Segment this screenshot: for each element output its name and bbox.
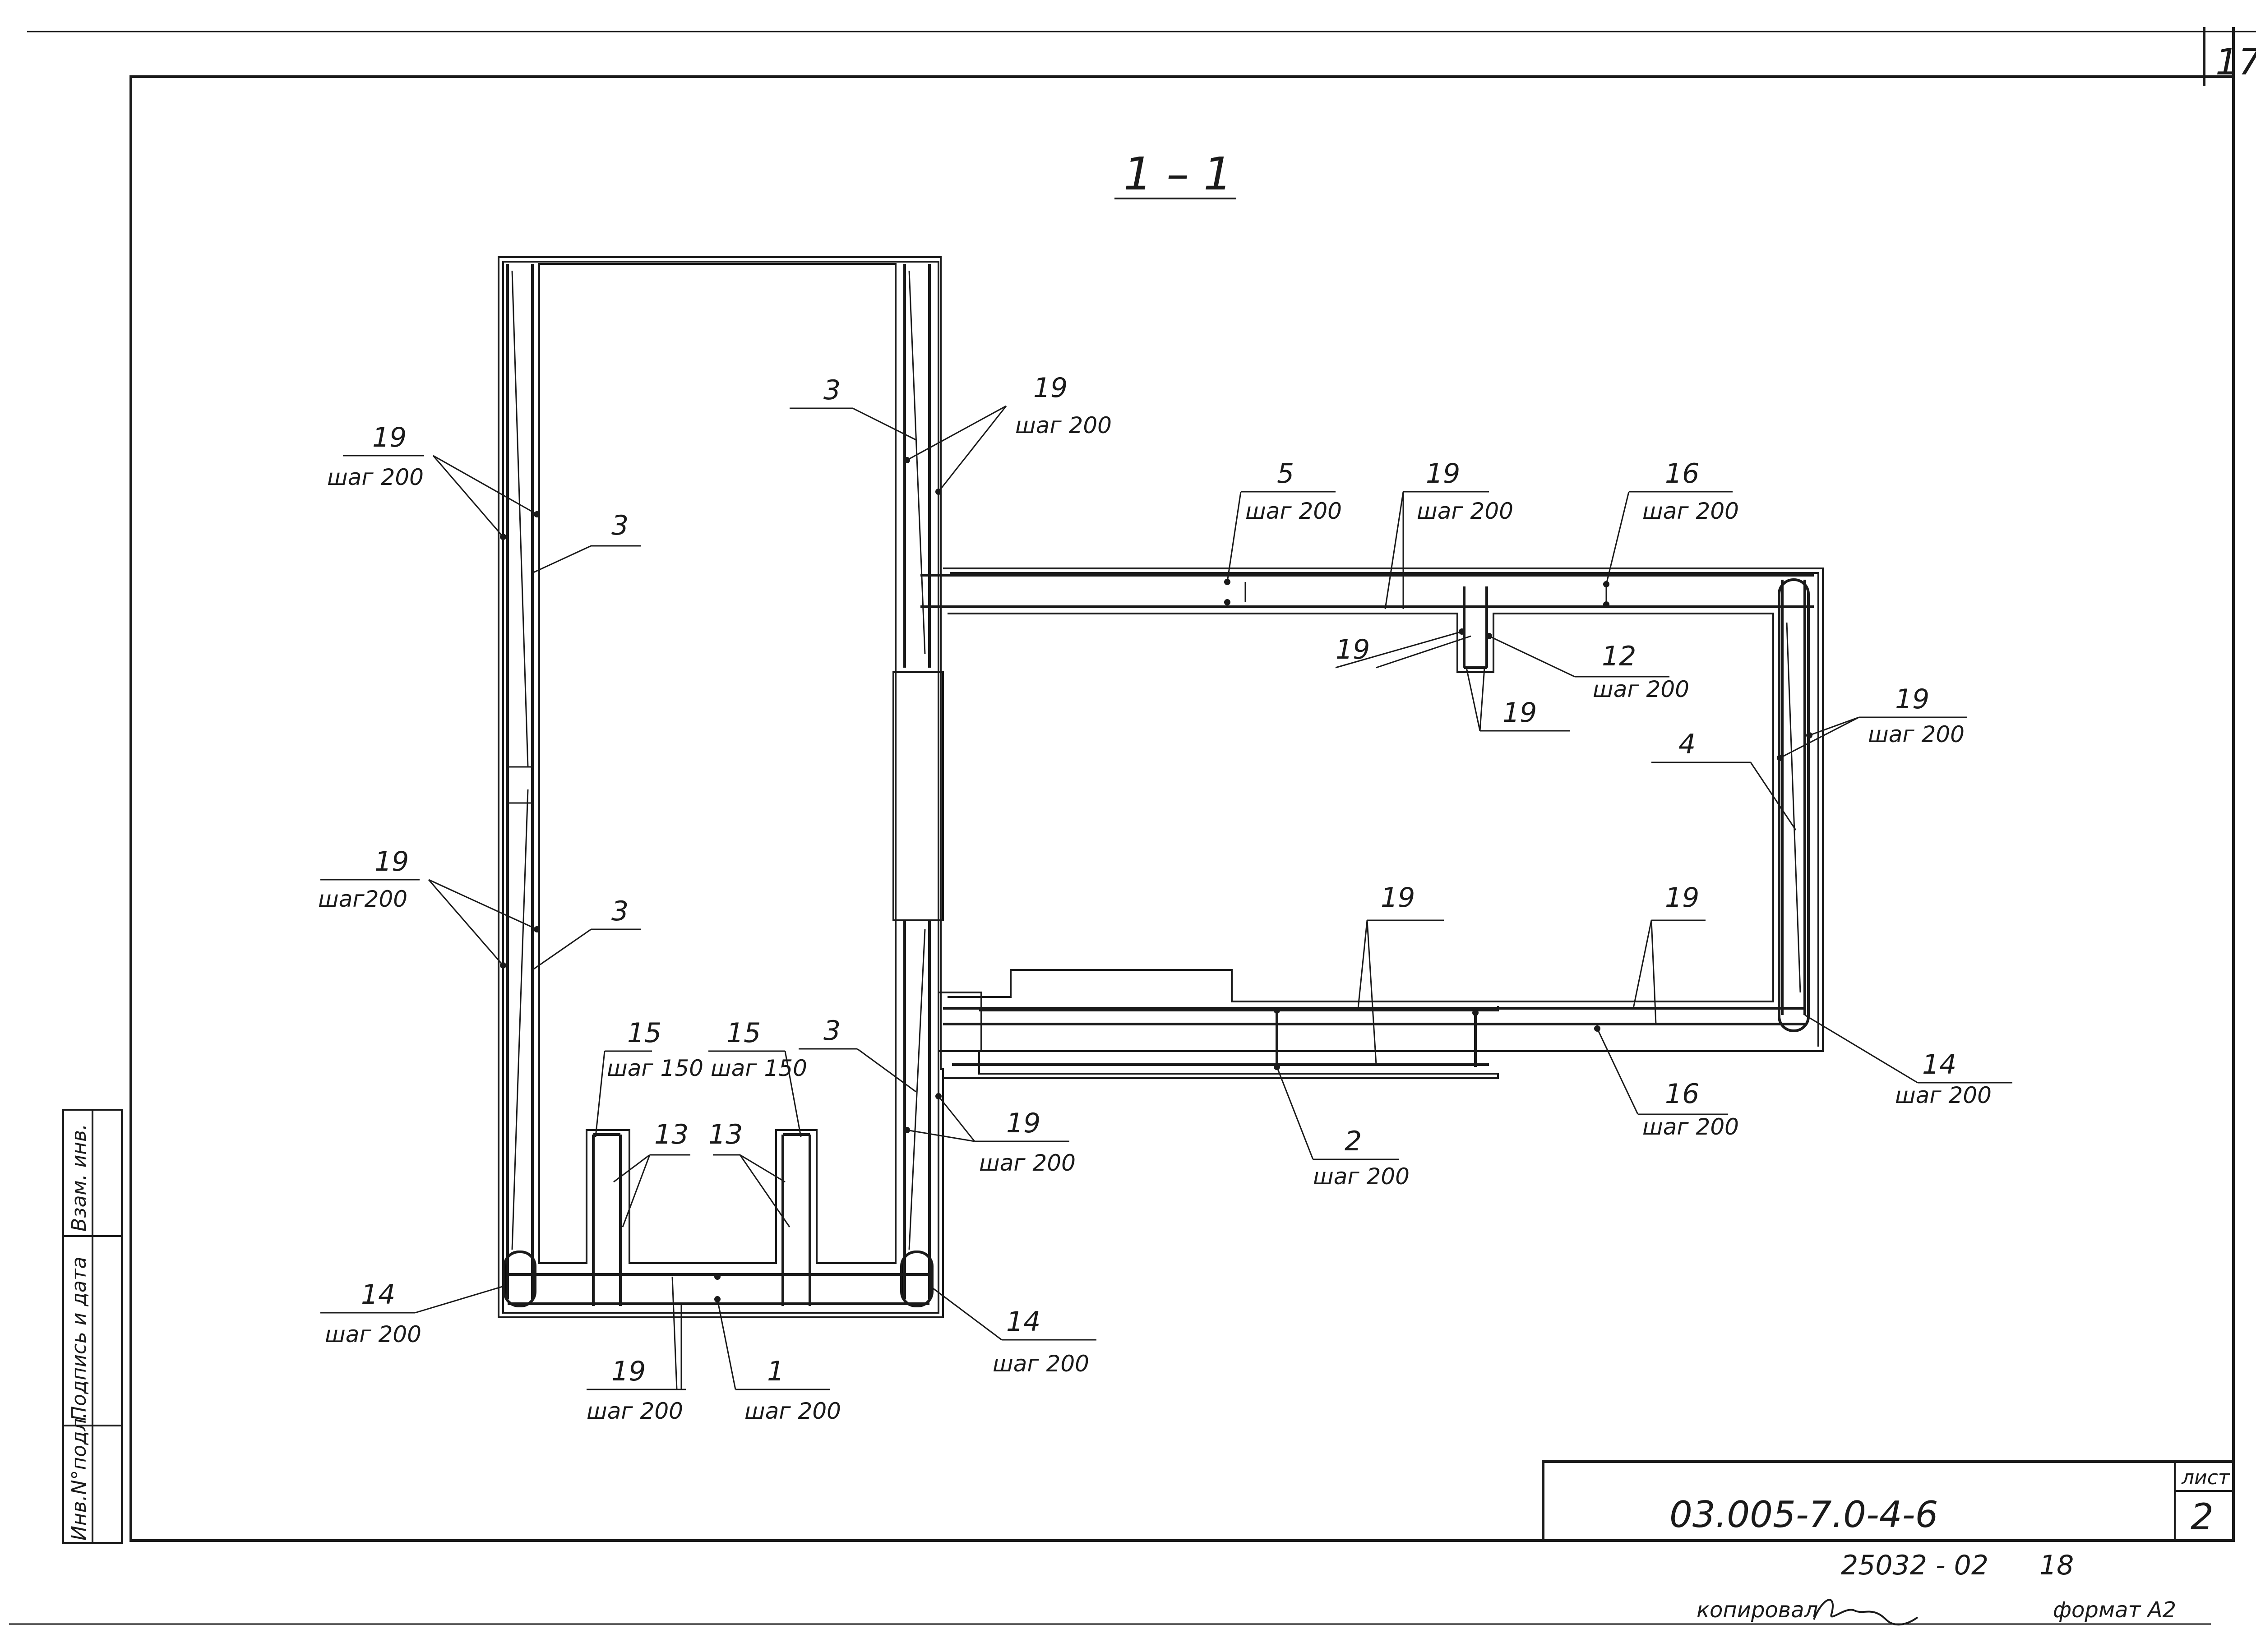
callout-step: шаг 200 xyxy=(1417,498,1513,524)
section-title: 1 – 1 xyxy=(1123,148,1232,200)
order-number: 25032 - 02 xyxy=(1841,1550,1988,1581)
callout-mark: 19 xyxy=(1895,683,1929,715)
side-stamp-vzam-inv: Взам. инв. xyxy=(68,1124,91,1232)
callout-mark: 19 xyxy=(1381,882,1415,914)
callout-mark: 16 xyxy=(1665,458,1699,489)
callout-step: шаг 200 xyxy=(1245,498,1342,524)
callout-mark: 19 xyxy=(1426,458,1460,489)
callout-step: шаг 200 xyxy=(1593,676,1689,702)
callout-step: шаг 200 xyxy=(979,1150,1076,1176)
order-suffix: 18 xyxy=(2039,1550,2074,1581)
callout-mark: 19 xyxy=(372,422,407,453)
callout-mark: 15 xyxy=(627,1017,661,1049)
callout-mark: 14 xyxy=(1922,1049,1956,1080)
sheet-label: лист xyxy=(2181,1466,2230,1489)
callout-mark: 3 xyxy=(611,510,629,541)
corner-sheet-number: 17 xyxy=(2215,41,2256,83)
callout-step: шаг 200 xyxy=(1015,412,1112,438)
callout-mark: 14 xyxy=(361,1279,395,1311)
callout-step: шаг 200 xyxy=(327,464,424,490)
callout-mark: 19 xyxy=(1502,697,1537,729)
copier-signature xyxy=(1813,1599,1919,1626)
callout-mark: 19 xyxy=(1006,1107,1040,1139)
sheet-number: 2 xyxy=(2191,1496,2214,1538)
callout-mark: 2 xyxy=(1345,1126,1362,1157)
callout-step: шаг 200 xyxy=(325,1321,421,1347)
callout-mark: 13 xyxy=(654,1119,689,1150)
callout-mark: 14 xyxy=(1006,1306,1040,1338)
callout-step: шаг 150 xyxy=(607,1055,703,1081)
callout-step: шаг 150 xyxy=(711,1055,807,1081)
callout-mark: 19 xyxy=(1033,372,1068,404)
callout-step: шаг 200 xyxy=(1868,721,1965,748)
callout-step: шаг 200 xyxy=(587,1398,683,1424)
callout-mark: 4 xyxy=(1678,729,1696,760)
side-stamp xyxy=(62,1109,123,1544)
callout-mark: 16 xyxy=(1665,1078,1699,1110)
callout-step: шаг 200 xyxy=(1313,1163,1410,1190)
callout-mark: 5 xyxy=(1277,458,1294,489)
callout-step: шаг 200 xyxy=(1642,1114,1739,1140)
callout-leaders xyxy=(320,405,2012,1390)
callout-mark: 15 xyxy=(726,1017,761,1049)
format-label: формат А2 xyxy=(2053,1597,2176,1623)
callout-step: шаг 200 xyxy=(744,1398,841,1424)
copied-label: копировал xyxy=(1697,1597,1818,1623)
title-block xyxy=(1542,1460,2235,1542)
callout-step: шаг 200 xyxy=(993,1351,1089,1377)
callout-mark: 13 xyxy=(708,1119,743,1150)
callout-mark: 19 xyxy=(1336,634,1370,665)
callout-mark: 19 xyxy=(611,1356,646,1387)
callout-mark: 19 xyxy=(374,846,409,877)
rebar-lines xyxy=(500,264,1814,1307)
side-stamp-sign-date: Подпись и дата xyxy=(68,1257,91,1421)
callout-mark: 3 xyxy=(611,895,629,927)
callout-mark: 1 xyxy=(767,1356,784,1387)
callout-mark: 3 xyxy=(823,1015,841,1047)
callout-mark: 19 xyxy=(1665,882,1699,914)
sheet-frame xyxy=(9,27,2256,1625)
callout-mark: 3 xyxy=(823,374,841,406)
document-code: 03.005-7.0-4-6 xyxy=(1669,1494,1938,1536)
callout-mark: 12 xyxy=(1602,641,1636,672)
side-stamp-inv-podl: Инв.N°подл. xyxy=(68,1412,91,1541)
callout-step: шаг 200 xyxy=(1642,498,1739,524)
callout-step: шаг 200 xyxy=(1895,1082,1992,1108)
concrete-outline xyxy=(498,256,1824,1318)
callout-step: шаг200 xyxy=(318,886,407,912)
